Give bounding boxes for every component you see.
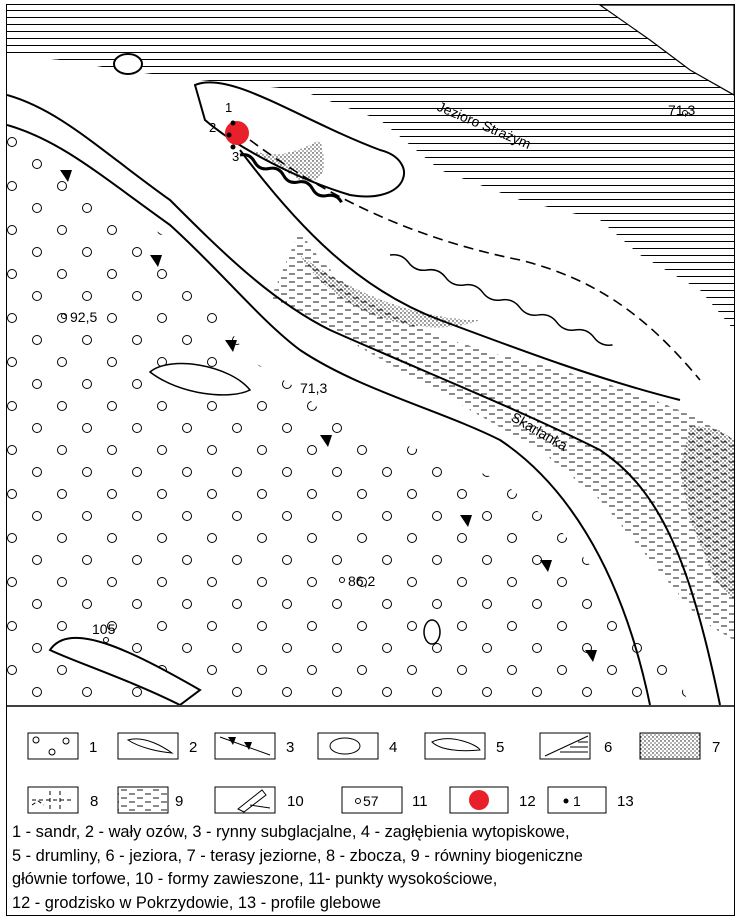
drumlin bbox=[148, 362, 252, 396]
svg-text:57: 57 bbox=[363, 793, 379, 809]
elevation-label-w: 92,5 bbox=[70, 309, 97, 325]
spot-height-icon bbox=[355, 798, 361, 804]
esker-ridge bbox=[193, 81, 405, 198]
profile-label-1: 1 bbox=[225, 100, 232, 115]
caption-line-4: 12 - grodzisko w Pokrzydowie, 13 - profi… bbox=[12, 893, 381, 912]
esker-icon bbox=[126, 738, 174, 754]
hanging-form-icon bbox=[237, 789, 271, 813]
drumlin-icon bbox=[431, 738, 481, 752]
subglacial-channel-icon bbox=[219, 736, 271, 756]
kettle-hole-icon bbox=[329, 737, 361, 755]
svg-text:6: 6 bbox=[604, 739, 612, 756]
caption-line-2: 5 - drumliny, 6 - jeziora, 7 - terasy je… bbox=[12, 846, 583, 865]
legend-item-5: 5 bbox=[424, 732, 504, 760]
svg-text:3: 3 bbox=[286, 739, 294, 756]
elevation-label-mid: 71,3 bbox=[300, 380, 327, 396]
svg-text:7: 7 bbox=[712, 739, 720, 756]
caption-line-3: głównie torfowe, 10 - formy zawieszone, … bbox=[12, 870, 498, 888]
svg-text:2: 2 bbox=[189, 739, 197, 756]
elevation-label-s: 86,2 bbox=[348, 573, 375, 589]
elevation-label-ne: 71,3 bbox=[668, 102, 695, 118]
lake-strazym bbox=[7, 5, 734, 330]
legend-item-2: 2 bbox=[117, 732, 197, 760]
svg-text:10: 10 bbox=[287, 793, 304, 810]
svg-text:1: 1 bbox=[573, 793, 581, 809]
svg-text:8: 8 bbox=[90, 793, 98, 810]
grodzisko-dot bbox=[225, 121, 249, 145]
soil-profile-icon bbox=[563, 798, 569, 804]
soil-profile-dot-1 bbox=[230, 120, 236, 126]
biogenic-plain-icon bbox=[117, 786, 169, 814]
legend-item-6: 6 bbox=[539, 732, 612, 760]
svg-text:9: 9 bbox=[175, 793, 183, 810]
profile-label-2: 2 bbox=[209, 120, 216, 135]
biogenic-plain bbox=[270, 230, 734, 640]
map-frame bbox=[6, 4, 735, 916]
svg-text:1: 1 bbox=[89, 739, 97, 756]
svg-text:4: 4 bbox=[389, 739, 397, 756]
lake-terrace bbox=[680, 425, 734, 600]
legend-row-2: 8 9 10 57 11 12 1 13 bbox=[27, 786, 634, 814]
soil-profile-dot-2 bbox=[226, 132, 232, 138]
ne-lake-patch bbox=[598, 5, 734, 96]
sandr-area bbox=[7, 130, 690, 705]
svg-text:5: 5 bbox=[496, 739, 504, 756]
caption-line-1: 1 - sandr, 2 - wały ozów, 3 - rynny subg… bbox=[12, 823, 570, 841]
lake-hatch-icon bbox=[544, 735, 589, 757]
legend-item-3: 3 bbox=[214, 732, 294, 760]
svg-text:12: 12 bbox=[519, 793, 536, 810]
legend-item-1: 1 bbox=[27, 732, 97, 760]
drumlin-sw bbox=[48, 636, 202, 705]
svg-text:13: 13 bbox=[617, 793, 634, 810]
legend-caption: 1 - sandr, 2 - wały ozów, 3 - rynny subg… bbox=[12, 821, 732, 915]
legend-item-10: 10 bbox=[214, 786, 304, 814]
sandr-circles-icon bbox=[32, 736, 40, 744]
legend-item-7: 7 bbox=[639, 732, 720, 760]
red-dot-icon bbox=[469, 790, 489, 810]
lake-terrace-dots-icon bbox=[639, 732, 701, 760]
elevation-label-sw: 105 bbox=[92, 621, 116, 637]
kettle-hole bbox=[113, 53, 143, 75]
legend-item-9: 9 bbox=[117, 786, 183, 814]
slope-dashed-icon bbox=[31, 791, 72, 809]
legend-row-1: 1 2 3 4 5 6 7 bbox=[27, 732, 720, 760]
legend-item-4: 4 bbox=[317, 732, 397, 760]
legend-item-8: 8 bbox=[27, 786, 98, 814]
legend-item-13: 1 13 bbox=[547, 786, 634, 814]
profile-label-3: 3 bbox=[232, 149, 239, 164]
legend-item-11: 57 11 bbox=[341, 786, 428, 814]
soil-profile-dot-3 bbox=[230, 144, 236, 150]
kettle-hole-s bbox=[423, 619, 441, 645]
svg-text:11: 11 bbox=[412, 793, 428, 810]
legend-item-12: 12 bbox=[449, 786, 536, 814]
